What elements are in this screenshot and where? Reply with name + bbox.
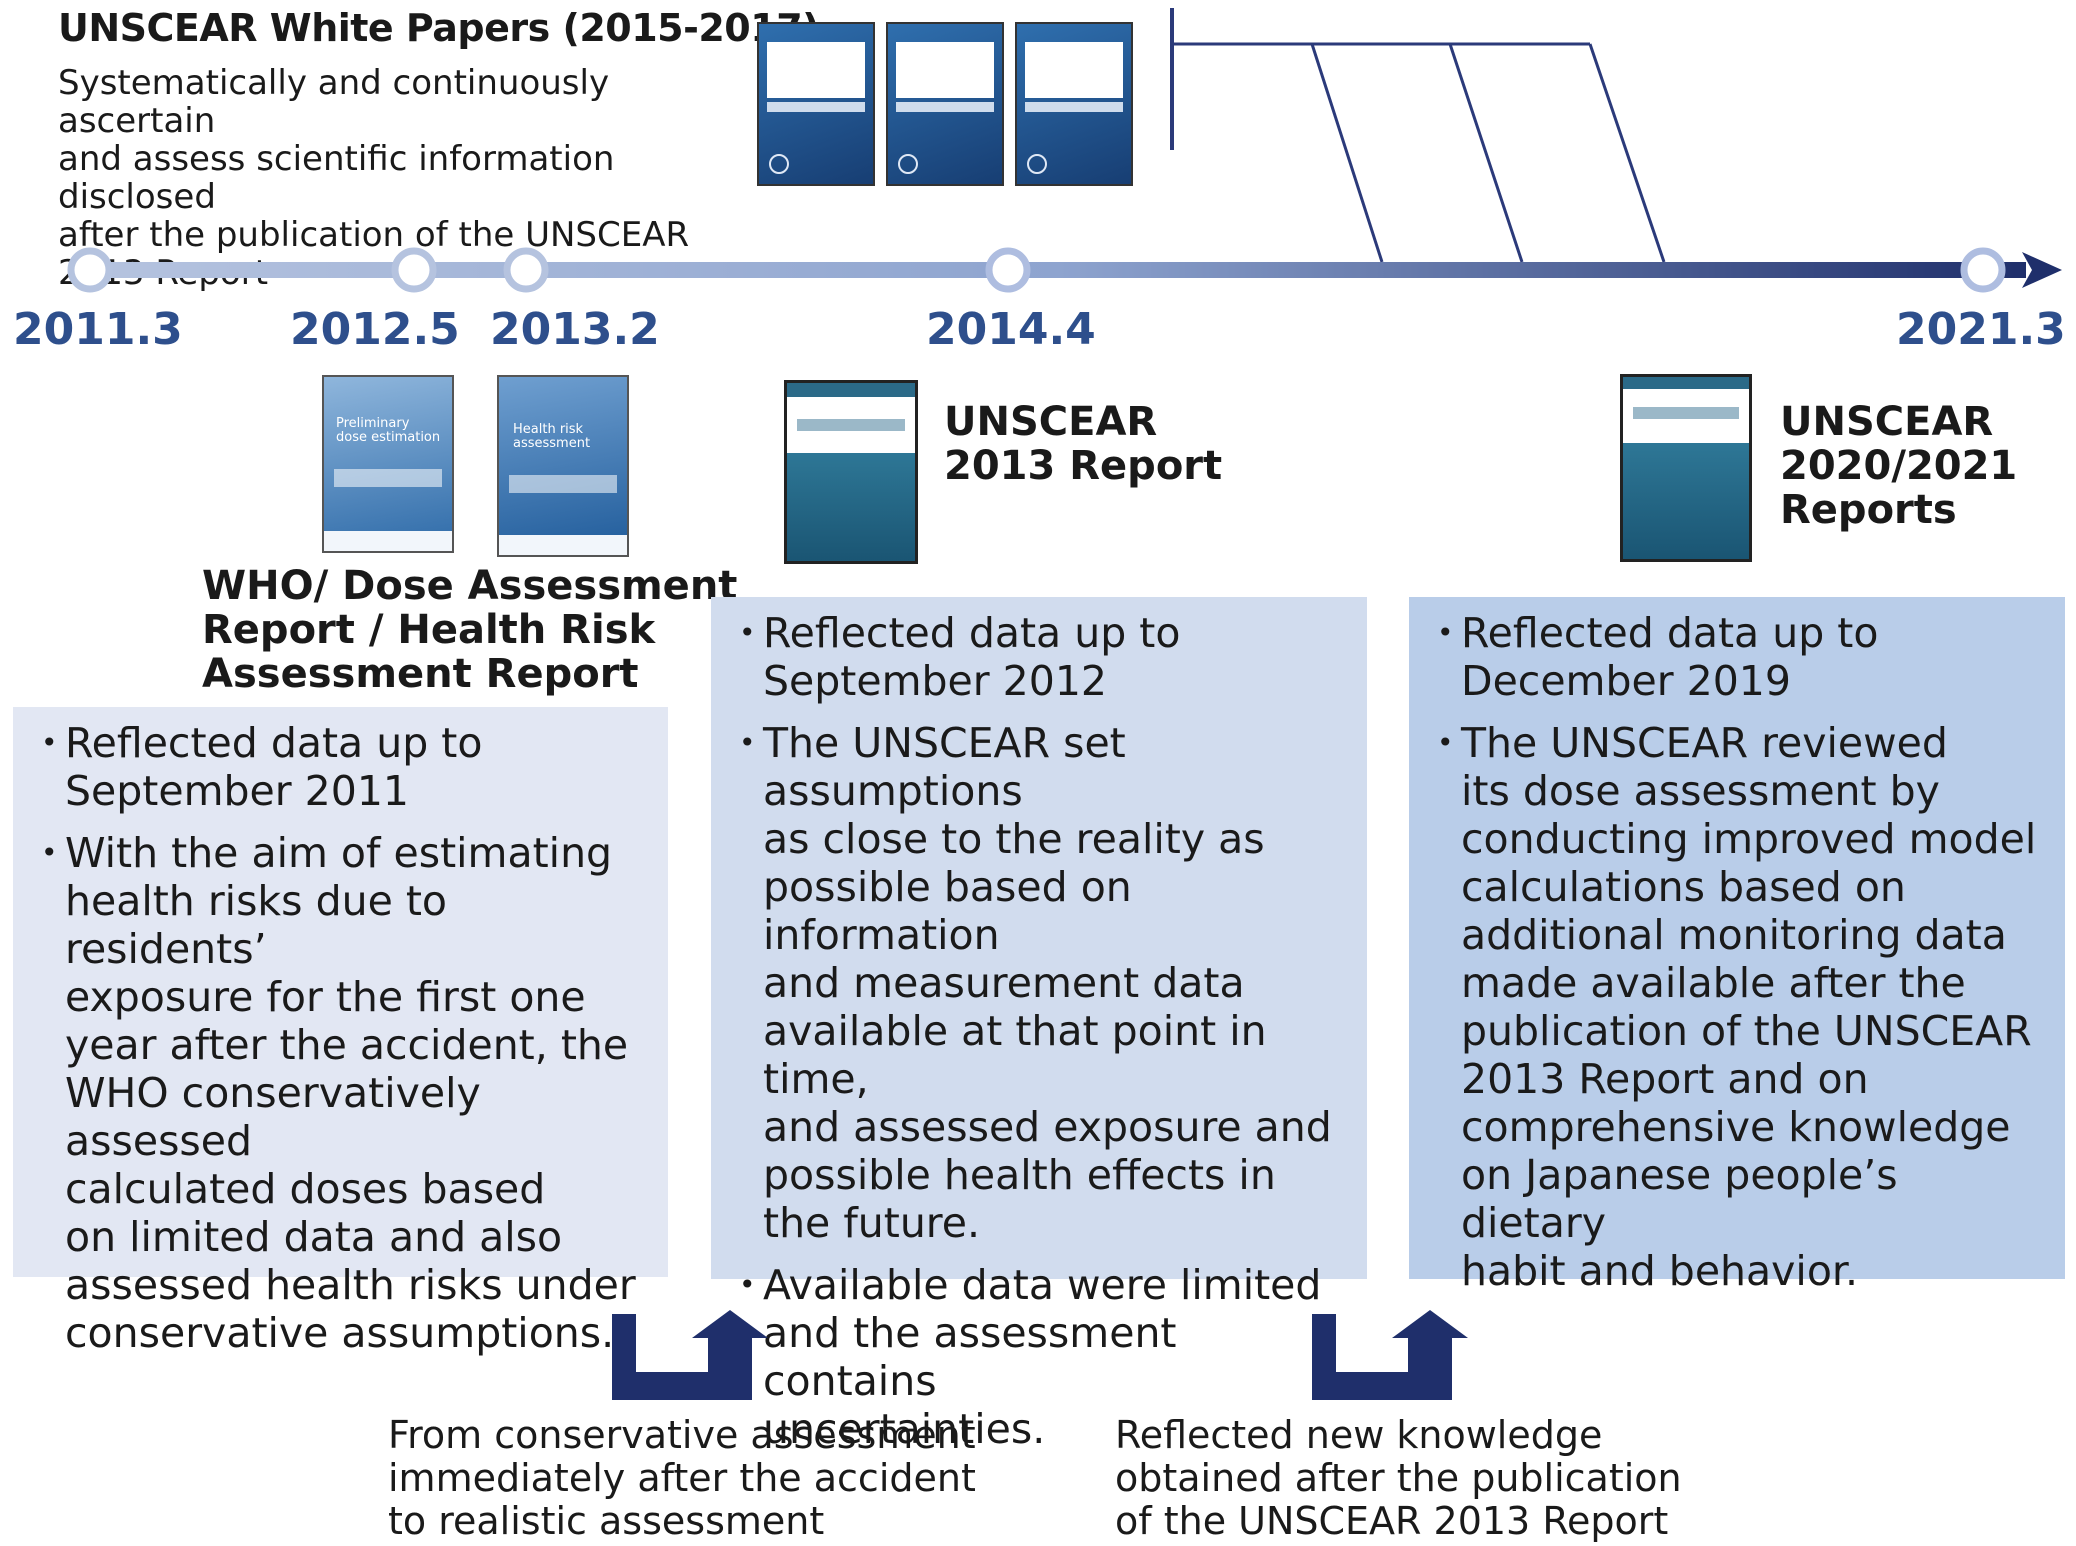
- date-2014-4: 2014.4: [926, 304, 1096, 355]
- timeline: [67, 8, 2062, 293]
- timeline-node-2014-4: [985, 247, 1031, 293]
- transition-caption-1: From conservative assessment immediately…: [388, 1413, 976, 1543]
- who-health-cover-title: Health risk assessment: [513, 422, 591, 451]
- unscear-2013-box: •Reflected data up to September 2012 •Th…: [711, 597, 1367, 1453]
- who-health-risk-cover: Health risk assessment: [497, 375, 629, 557]
- timeline-node-2021-3: [1960, 247, 2006, 293]
- unscear-2020-bullet-1: •Reflected data up to December 2019: [1437, 609, 1879, 705]
- unscear-2020-bullet-2: •The UNSCEAR reviewed its dose assessmen…: [1437, 719, 2037, 1295]
- timeline-arrowhead: [2022, 252, 2062, 288]
- who-report-label: WHO/ Dose Assessment Report / Health Ris…: [202, 563, 738, 697]
- white-papers-bracket: [1170, 8, 1666, 263]
- unscear-2013-bullet-2: •The UNSCEAR set assumptions as close to…: [739, 719, 1332, 1247]
- unscear-2020-box: •Reflected data up to December 2019 •The…: [1409, 597, 2065, 1295]
- white-papers-description: Systematically and continuously ascertai…: [58, 63, 690, 292]
- unscear-2013-bullet-3: •Available data were limited and the ass…: [739, 1261, 1322, 1453]
- date-2013-2: 2013.2: [490, 304, 660, 355]
- date-2021-3: 2021.3: [1896, 304, 2066, 355]
- who-dose-cover-title: Preliminary dose estimation: [336, 416, 441, 445]
- white-papers-title: UNSCEAR White Papers (2015-2017): [58, 6, 820, 50]
- white-paper-cover-2: [886, 22, 1004, 186]
- timeline-node-2013-2: [503, 247, 549, 293]
- who-assessment-box: •Reflected data up to September 2011 •Wi…: [13, 707, 668, 1357]
- who-bullet-1: •Reflected data up to September 2011: [41, 719, 483, 815]
- transition-arrow-2-icon: [1312, 1310, 1468, 1400]
- date-2012-5: 2012.5: [290, 304, 460, 355]
- unscear-2020-cover: [1620, 374, 1752, 562]
- transition-caption-2: Reflected new knowledge obtained after t…: [1115, 1413, 1682, 1543]
- white-paper-cover-1: [757, 22, 875, 186]
- unscear-2013-label: UNSCEAR 2013 Report: [944, 399, 1223, 489]
- date-2011-3: 2011.3: [13, 304, 183, 355]
- timeline-line: [90, 262, 2026, 278]
- timeline-node-2012-5: [391, 247, 437, 293]
- timeline-node-2011-3: [67, 247, 113, 293]
- transition-arrow-1-icon: [612, 1310, 768, 1400]
- unscear-2013-bullet-1: •Reflected data up to September 2012: [739, 609, 1181, 705]
- unscear-2020-label: UNSCEAR 2020/2021 Reports: [1780, 399, 2018, 533]
- who-bullet-2: •With the aim of estimating health risks…: [41, 829, 636, 1357]
- who-dose-report-cover: Preliminary dose estimation: [322, 375, 454, 553]
- white-paper-cover-3: [1015, 22, 1133, 186]
- unscear-2013-cover: [784, 380, 918, 564]
